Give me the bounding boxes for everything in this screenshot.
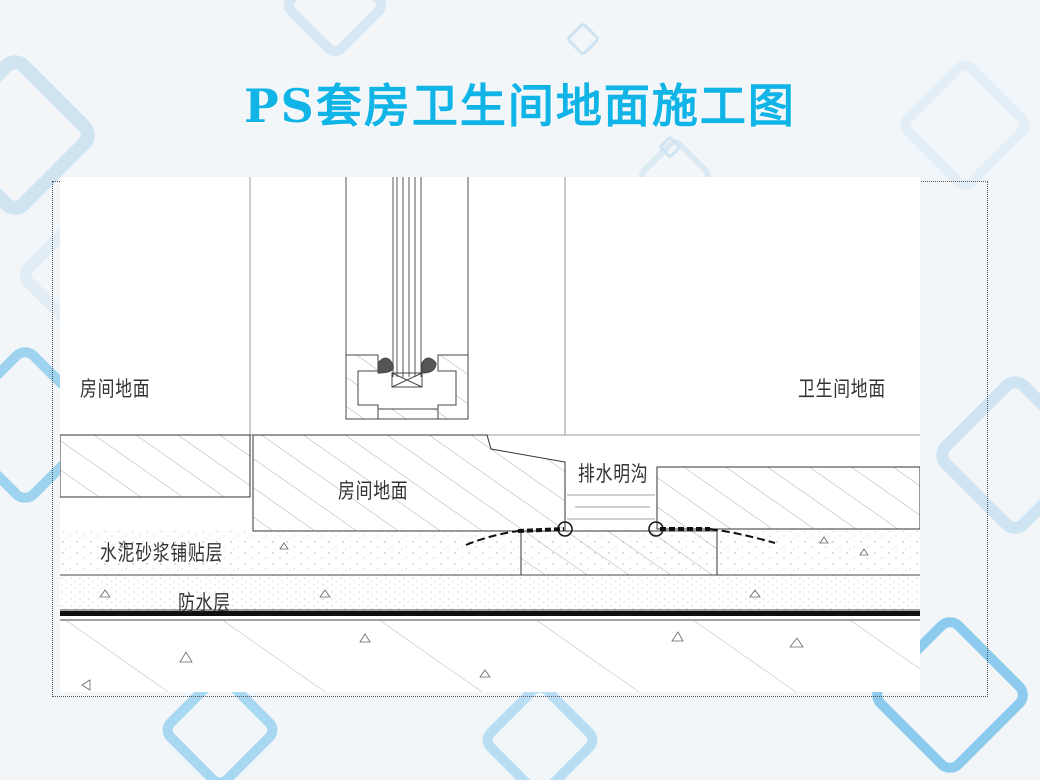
bathroom-floor-slab [656,466,920,530]
membrane [60,611,920,616]
concrete-base [60,621,920,692]
waterproof-layer [60,576,920,610]
waterproof-membrane-detail [465,467,776,546]
construction-drawing: 房间地面 卫生间地面 房间地面 排水明沟 水泥砂浆铺贴层 防水层 [60,177,920,692]
room-floor-slab [60,434,251,498]
glass-partition [345,177,469,377]
label-room-floor-upper: 房间地面 [80,377,151,401]
partition-base-profile [345,354,469,420]
slide-title: PS套房卫生间地面施工图 [244,79,796,133]
label-bathroom-floor: 卫生间地面 [798,377,886,401]
label-waterproof-layer: 防水层 [178,591,231,615]
drain-channel [567,494,655,520]
drain-base-block [520,530,718,576]
aggregate-marks [81,536,869,691]
label-mortar-layer: 水泥砂浆铺贴层 [100,541,224,565]
section-drawing [60,177,920,692]
wall-panels [60,177,920,436]
room-floor-step-slab [252,434,566,532]
label-drain-channel: 排水明沟 [578,462,649,486]
label-room-floor-lower: 房间地面 [338,479,409,503]
mortar-layer [60,531,920,575]
